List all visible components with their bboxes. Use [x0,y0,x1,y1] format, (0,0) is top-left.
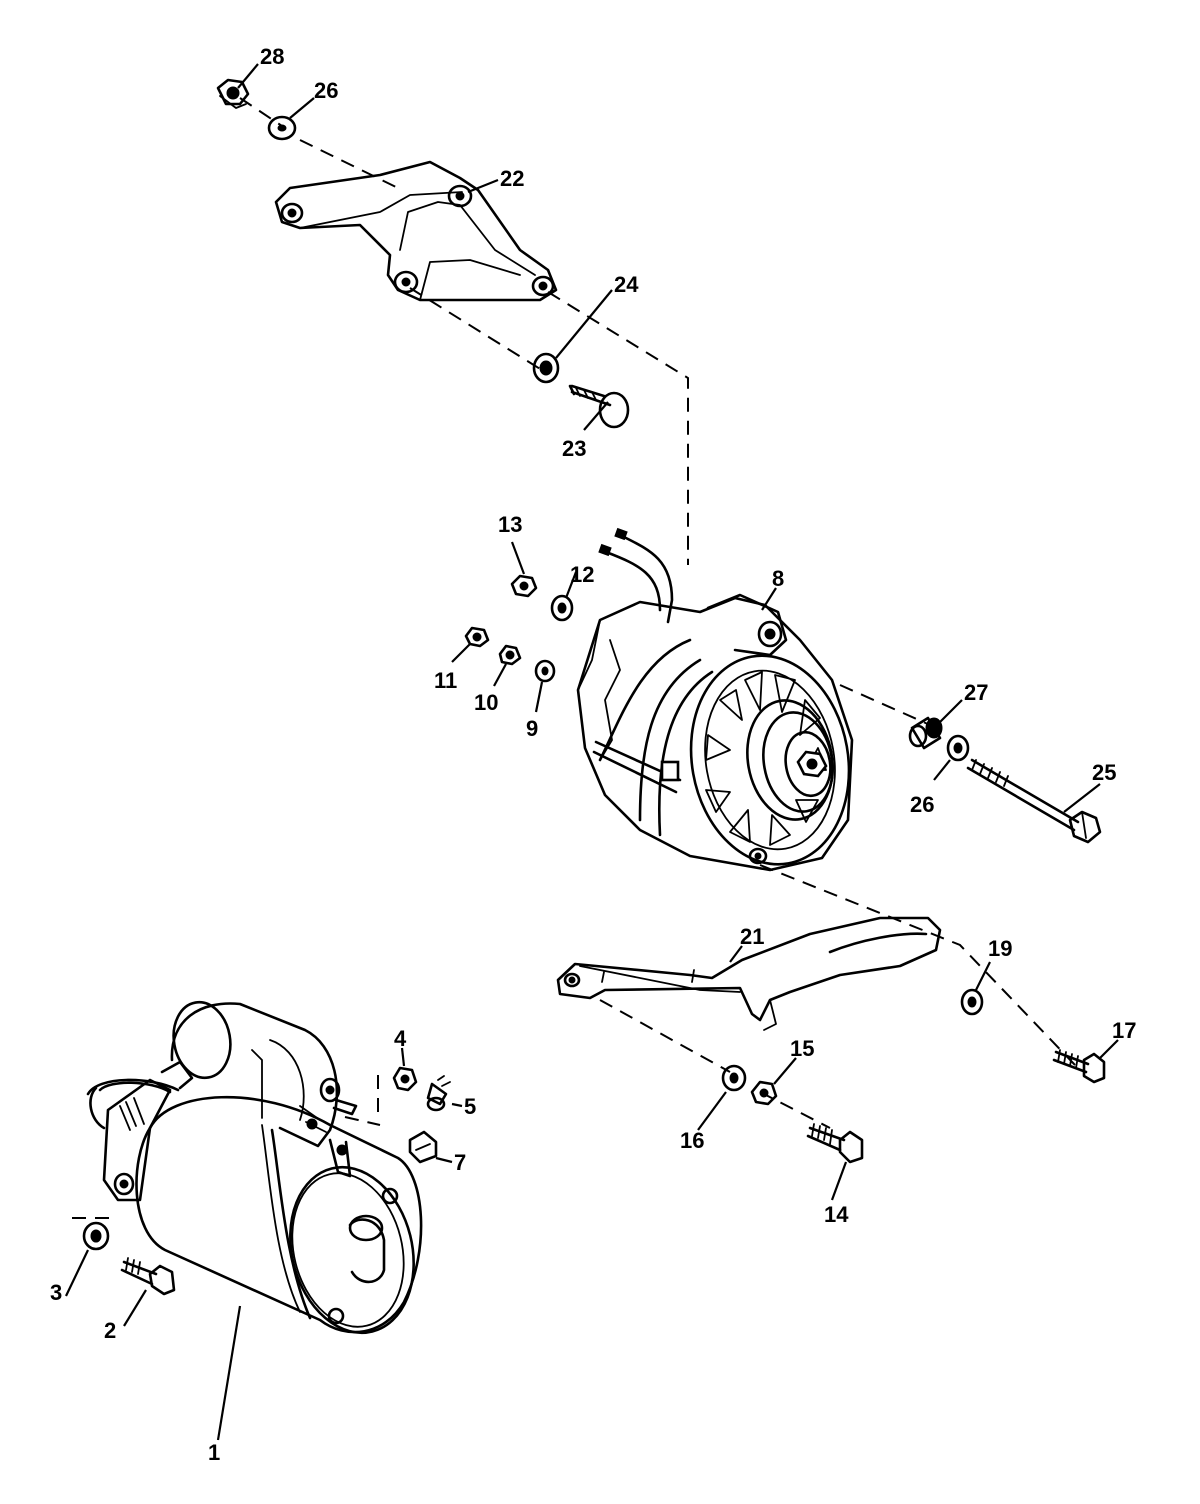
callout-23: 23 [562,436,586,461]
callout-17: 17 [1112,1018,1136,1043]
callout-27: 27 [964,680,988,705]
assembly-lines [72,97,1076,1219]
callout-numbers: 28 26 22 24 23 13 12 11 10 9 8 27 26 25 … [50,44,1136,1465]
washer-12 [550,594,574,622]
washer-19 [960,988,984,1016]
clip-7 [408,1130,438,1164]
callout-25: 25 [1092,760,1116,785]
nut-4 [392,1066,418,1092]
spacer-24 [532,352,560,384]
callout-8: 8 [772,566,784,591]
leader-lines [65,63,1119,1441]
nut-15 [750,1080,778,1106]
callout-3: 3 [50,1280,62,1305]
callout-19: 19 [988,936,1012,961]
callout-14: 14 [824,1202,849,1227]
callout-26-top: 26 [314,78,338,103]
brace-21 [556,916,942,1031]
callout-10: 10 [474,690,498,715]
bracket-22 [274,160,558,302]
washer-26-top [267,115,297,141]
washer-9 [534,659,556,683]
callout-26-right: 26 [910,792,934,817]
callout-11: 11 [434,668,457,693]
callout-15: 15 [790,1036,814,1061]
washer-26-right [946,734,970,762]
bolt-14 [806,1123,864,1164]
callout-22: 22 [500,166,524,191]
washer-16 [721,1064,747,1092]
callout-12: 12 [570,562,594,587]
nut-13 [510,574,538,598]
callout-7: 7 [454,1150,466,1175]
starter-motor-1 [86,1000,423,1335]
callout-5: 5 [464,1094,476,1119]
bolt-25 [966,758,1102,844]
callout-13: 13 [498,512,522,537]
nut-10 [498,644,522,666]
alternator-8 [576,527,854,872]
callout-28: 28 [260,44,284,69]
bolt-23 [568,384,630,429]
bolt-2 [120,1257,176,1296]
callout-24: 24 [614,272,639,297]
terminal-5 [426,1075,451,1112]
washer-3 [82,1221,110,1251]
callout-2: 2 [104,1318,116,1343]
callout-1: 1 [208,1440,220,1465]
callout-21: 21 [740,924,764,949]
callout-9: 9 [526,716,538,741]
bolt-17 [1052,1049,1106,1084]
nut-28 [216,78,250,109]
callout-16: 16 [680,1128,704,1153]
callout-4: 4 [394,1026,407,1051]
